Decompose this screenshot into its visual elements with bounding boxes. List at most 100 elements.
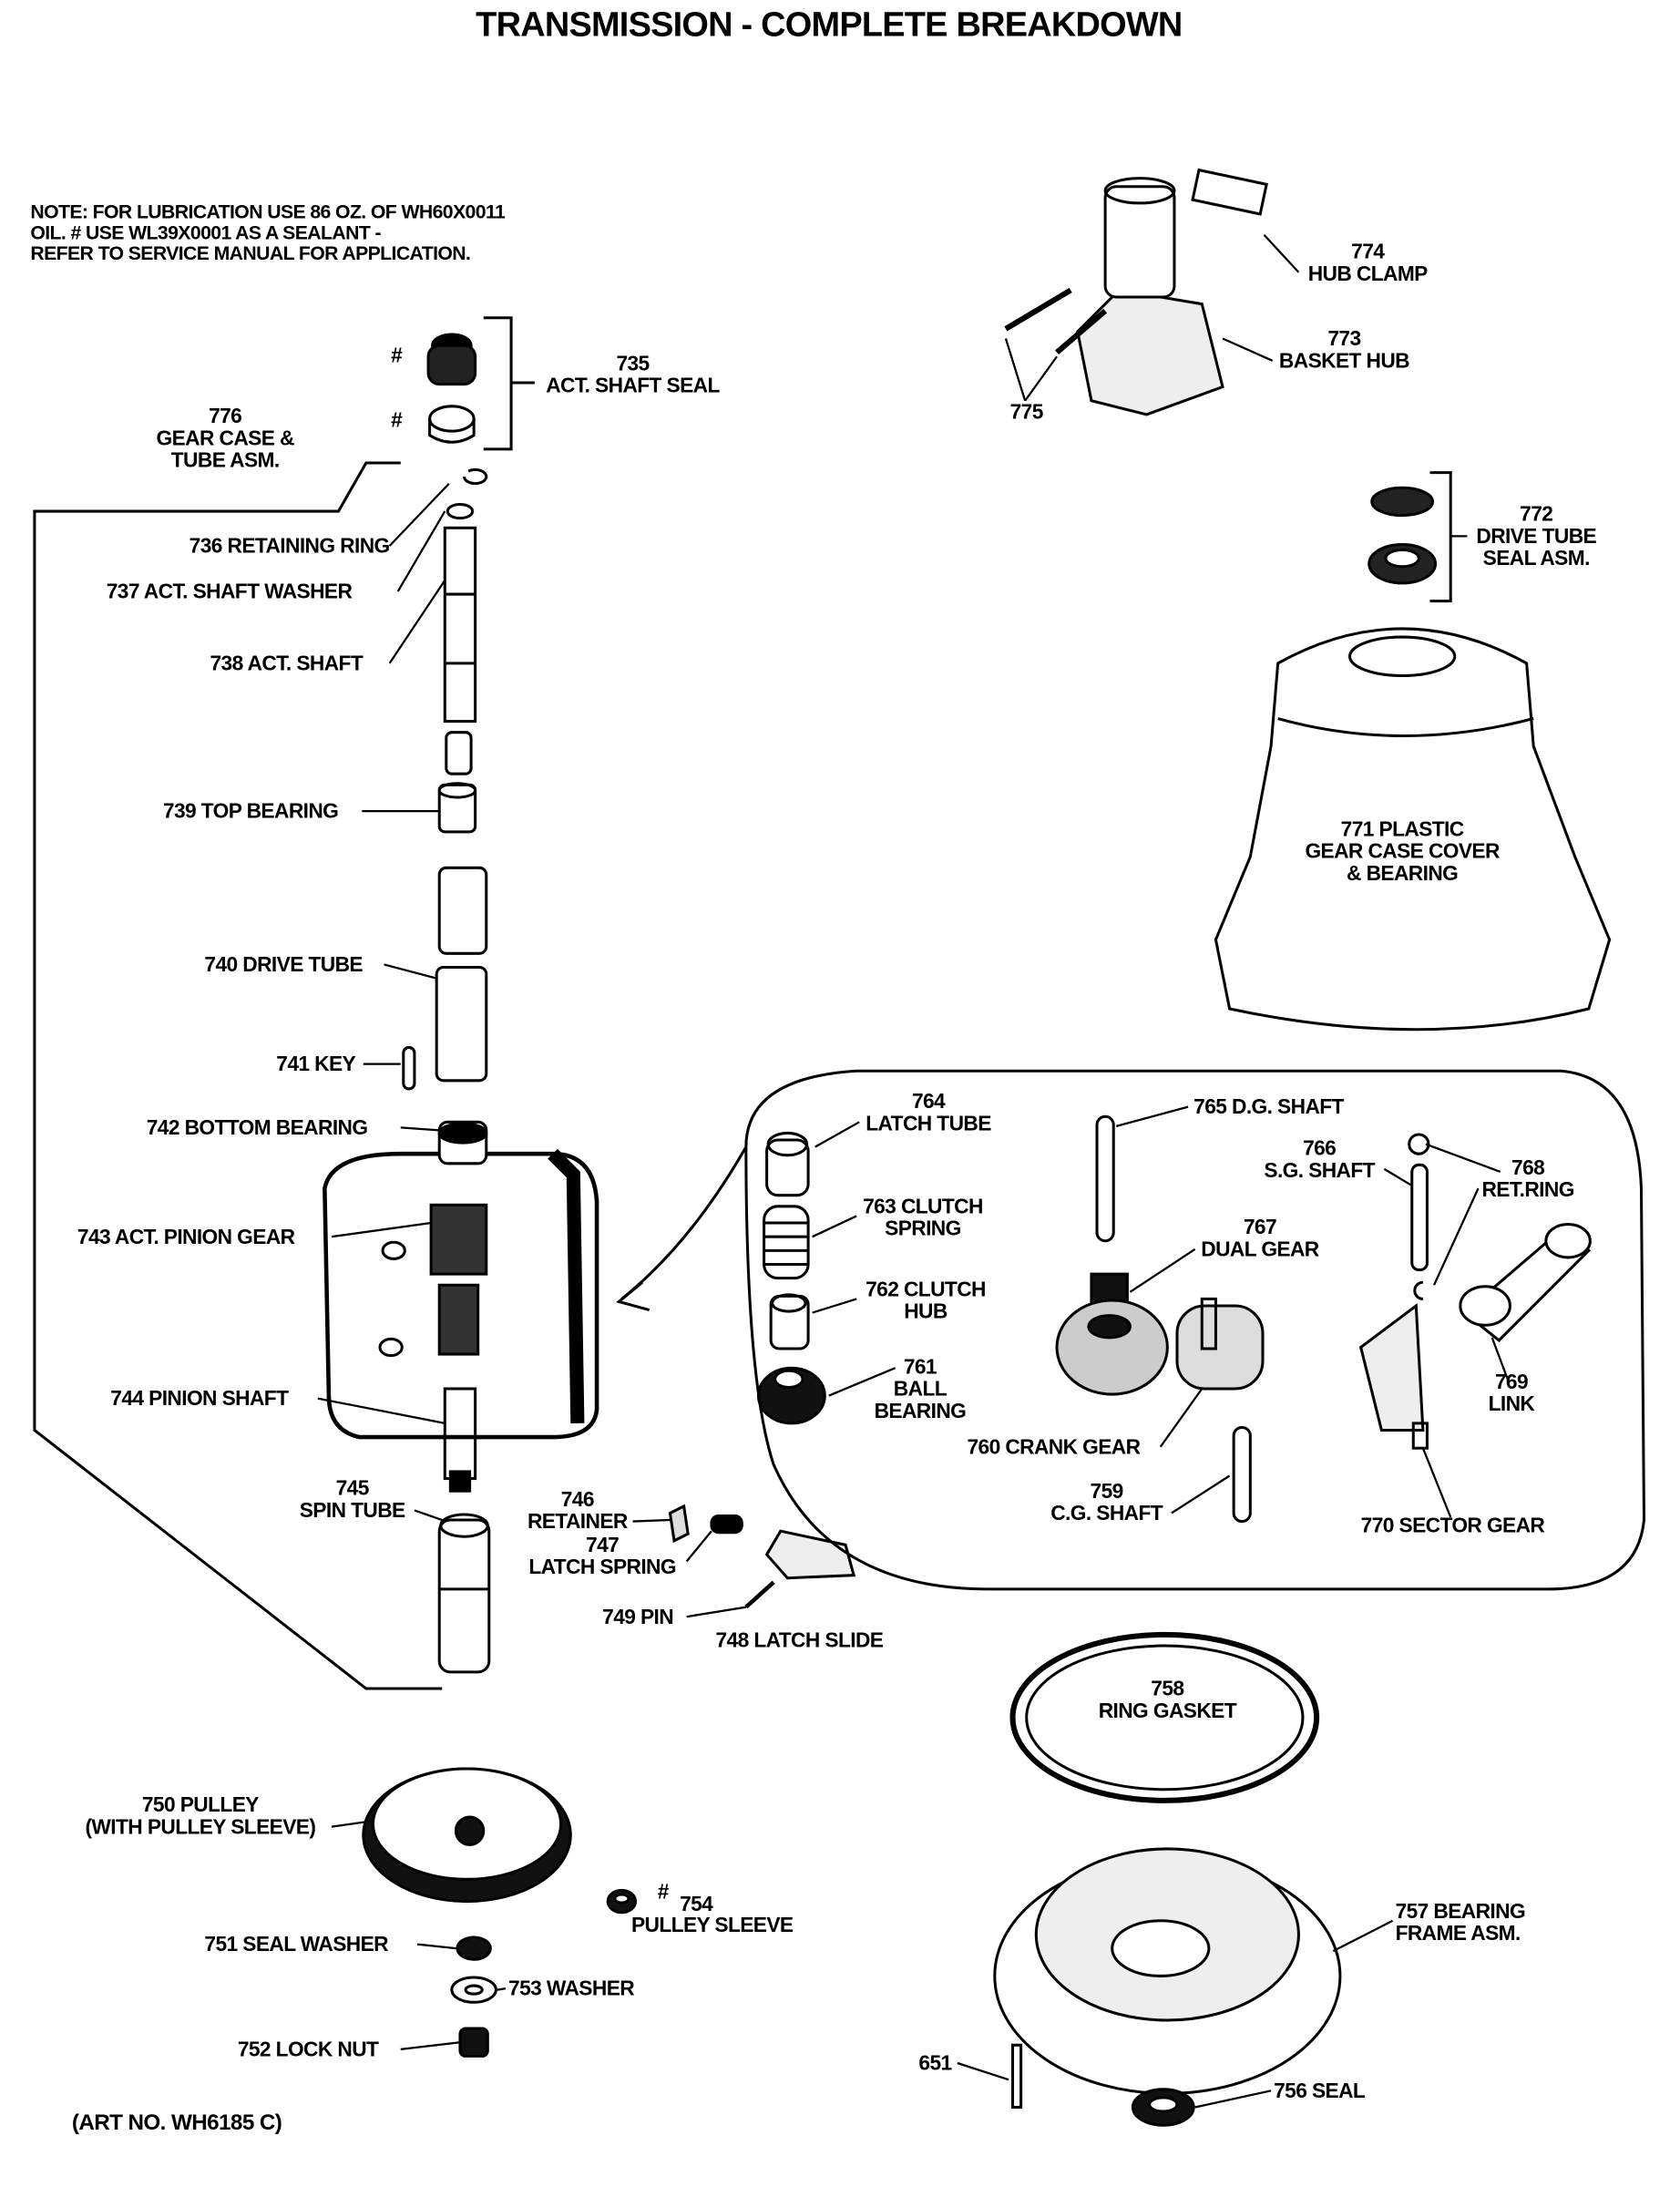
label-771-num: 771 PLASTIC — [1340, 817, 1465, 842]
latch-spring-part — [710, 1514, 743, 1535]
label-776-name2: TUBE ASM. — [170, 448, 280, 473]
ring-gasket-part — [1009, 1631, 1320, 1803]
crank-gear-part — [1175, 1297, 1265, 1391]
label-747-name: LATCH SPRING — [528, 1556, 676, 1580]
label-751: 751 SEAL WASHER — [204, 1933, 389, 1957]
label-740: 740 DRIVE TUBE — [204, 953, 363, 978]
label-766-num: 766 — [1303, 1136, 1337, 1161]
label-763-name: SPRING — [885, 1217, 961, 1241]
drive-tube-part — [435, 866, 488, 1083]
clutch-hub-part — [769, 1293, 810, 1350]
screw-651-part — [1011, 2043, 1023, 2110]
label-769-name: LINK — [1488, 1392, 1535, 1417]
note-line-3: REFER TO SERVICE MANUAL FOR APPLICATION. — [30, 241, 471, 264]
note-line-2: OIL. # USE WL39X0001 AS A SEALANT - — [30, 221, 381, 243]
cg-shaft-part — [1232, 1425, 1252, 1524]
hub-clamp-part — [1191, 168, 1268, 216]
gear-case-outline — [33, 461, 443, 1690]
sealant-mark-2: # — [391, 408, 403, 433]
label-765: 765 D.G. SHAFT — [1193, 1095, 1344, 1120]
label-774-name: HUB CLAMP — [1307, 262, 1429, 286]
label-737: 737 ACT. SHAFT WASHER — [106, 580, 353, 604]
label-756: 756 SEAL — [1274, 2079, 1366, 2103]
label-762-num: 762 CLUTCH — [866, 1278, 986, 1302]
link-part — [1459, 1223, 1592, 1342]
label-767-num: 767 — [1243, 1216, 1277, 1240]
label-772-name1: DRIVE TUBE — [1476, 525, 1597, 549]
label-743: 743 ACT. PINION GEAR — [77, 1226, 295, 1249]
label-758-name: RING GASKET — [1098, 1699, 1237, 1723]
label-741: 741 KEY — [276, 1052, 356, 1077]
label-761-name2: BEARING — [874, 1400, 967, 1423]
label-757-name: FRAME ASM. — [1395, 1922, 1521, 1946]
label-745-num: 745 — [335, 1477, 370, 1501]
leader-lines — [317, 234, 1510, 2109]
label-764-name: LATCH TUBE — [866, 1112, 991, 1136]
label-771-name1: GEAR CASE COVER — [1305, 839, 1500, 864]
latch-tube-part — [765, 1131, 810, 1197]
lock-nut-part — [458, 2027, 489, 2058]
pulley-part — [362, 1767, 572, 1904]
latch-slide-part — [744, 1529, 856, 1609]
label-742: 742 BOTTOM BEARING — [146, 1116, 368, 1141]
label-776-num: 776 — [209, 405, 242, 429]
label-766-name: S.G. SHAFT — [1264, 1159, 1375, 1184]
label-757-num: 757 BEARING — [1395, 1900, 1526, 1924]
group-arrow — [616, 1145, 748, 1312]
label-771-name2: & BEARING — [1347, 862, 1459, 887]
label-744: 744 PINION SHAFT — [110, 1387, 289, 1412]
act-shaft-part — [443, 526, 477, 775]
label-773-num: 773 — [1327, 327, 1361, 352]
retaining-ring-part — [446, 467, 488, 520]
label-759-name: C.G. SHAFT — [1050, 1502, 1163, 1526]
subassembly-outline — [744, 1069, 1646, 1591]
label-735-num: 735 — [616, 352, 650, 376]
label-772-name2: SEAL ASM. — [1482, 547, 1591, 571]
sg-shaft-part — [1408, 1133, 1430, 1300]
drive-tube-seal-part — [1368, 471, 1452, 603]
gear-case-cover-part — [1214, 627, 1612, 1032]
label-769-num: 769 — [1494, 1371, 1529, 1395]
label-745-name: SPIN TUBE — [299, 1499, 405, 1524]
label-761-name1: BALL — [893, 1377, 948, 1402]
label-770: 770 SECTOR GEAR — [1360, 1514, 1545, 1538]
sector-gear-part — [1358, 1303, 1429, 1450]
art-number: (ART NO. WH6185 C) — [71, 2111, 282, 2135]
sealant-mark-754: # — [657, 1880, 670, 1905]
ball-bearing-part — [756, 1366, 826, 1425]
dg-shaft-part — [1095, 1114, 1115, 1243]
label-746-name: RETAINER — [527, 1510, 628, 1535]
note-line-1: NOTE: FOR LUBRICATION USE 86 OZ. OF WH60… — [30, 200, 506, 223]
label-651: 651 — [918, 2051, 952, 2076]
bearing-frame-part — [993, 1847, 1342, 2095]
label-750: 750 PULLEY(WITH PULLEY SLEEVE) — [85, 1794, 315, 1840]
seal-756-part — [1131, 2088, 1195, 2127]
label-754-num: 754 — [680, 1893, 713, 1917]
label-772-num: 772 — [1520, 502, 1553, 527]
label-736: 736 RETAINING RING — [189, 534, 391, 559]
sealant-mark-1: # — [391, 344, 403, 368]
key-part — [402, 1045, 416, 1091]
label-739: 739 TOP BEARING — [162, 799, 339, 824]
seal-washer-part — [456, 1935, 492, 1961]
label-767-name: DUAL GEAR — [1201, 1237, 1319, 1262]
label-748: 748 LATCH SLIDE — [715, 1628, 884, 1653]
gear-case-part — [323, 1120, 599, 1440]
